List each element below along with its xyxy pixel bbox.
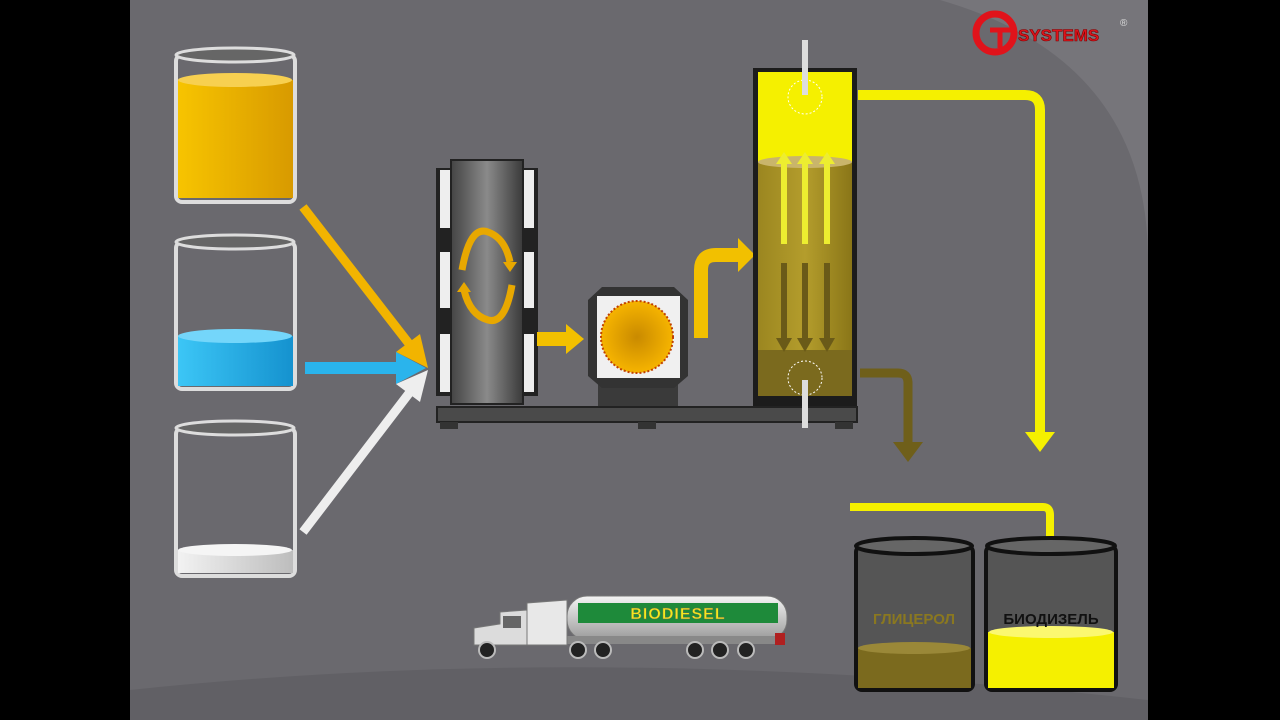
equipment-base xyxy=(436,406,858,423)
methanol-tank xyxy=(174,233,297,391)
background-swoosh xyxy=(940,0,1148,260)
upflow-arrows xyxy=(776,152,835,244)
mixer-reactor xyxy=(436,159,538,405)
glycerol-label: ГЛИЦЕРОЛ xyxy=(873,611,955,628)
biodiesel-label: БИОДИЗЕЛЬ xyxy=(1003,611,1098,628)
separation-column xyxy=(753,40,857,428)
glycerol-outflow-pipe xyxy=(860,368,923,462)
downflow-arrows xyxy=(776,263,835,352)
biodiesel-fill-pipe xyxy=(850,503,1054,548)
heater-unit xyxy=(588,287,688,406)
oil-tank xyxy=(174,46,297,204)
biodiesel-truck: BIODIESEL xyxy=(473,595,788,659)
methanol-feed-arrow xyxy=(305,352,426,384)
registered-mark: ® xyxy=(1120,18,1128,29)
truck-tank-label: BIODIESEL xyxy=(630,606,725,623)
rotation-icon xyxy=(458,227,516,325)
base-foot xyxy=(638,422,656,429)
biodiesel-outflow-pipe xyxy=(858,90,1055,452)
flow-arrow xyxy=(694,238,755,338)
catalyst-tank xyxy=(174,419,297,578)
biodiesel-tank: БИОДИЗЕЛЬ xyxy=(984,536,1118,692)
base-foot xyxy=(835,422,853,429)
base-foot xyxy=(440,422,458,429)
glycerol-tank: ГЛИЦЕРОЛ xyxy=(854,536,975,692)
company-logo: SYSTEMS ® xyxy=(972,10,1128,56)
flow-arrow xyxy=(537,324,584,354)
logo-text: SYSTEMS xyxy=(1018,26,1099,45)
catalyst-feed-arrow xyxy=(299,370,428,535)
oil-feed-arrow xyxy=(299,204,428,368)
